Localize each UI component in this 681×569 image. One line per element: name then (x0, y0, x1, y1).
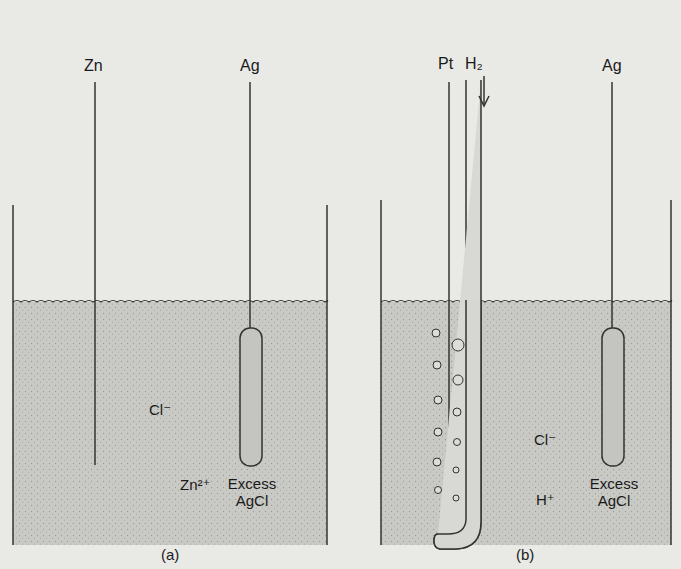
beaker-wall (326, 205, 328, 545)
ion-label: H⁺ (536, 491, 555, 508)
panel-label: (a) (161, 546, 179, 563)
gas-bubble (434, 396, 442, 404)
ion-label: Cl⁻ (149, 401, 171, 418)
gas-bubble (453, 495, 459, 501)
hydrogen-tube (434, 80, 481, 549)
ion-label: Zn²⁺ (180, 476, 210, 493)
ion-label: Cl⁻ (534, 431, 556, 448)
electrolyte (13, 302, 327, 545)
silver-electrode (249, 82, 251, 332)
electrolyte (381, 302, 671, 545)
gas-label: H₂ (465, 55, 483, 73)
beaker-wall (380, 200, 382, 545)
gas-bubble (433, 458, 441, 466)
electrode-label: Pt (438, 55, 453, 73)
beaker-wall (670, 200, 672, 545)
gas-bubble (432, 329, 440, 337)
gas-bubble (453, 408, 461, 416)
gas-bubble (454, 439, 461, 446)
electrode-label: Ag (240, 57, 260, 75)
liquid-surface (381, 301, 672, 303)
gas-bubble (435, 487, 442, 494)
gas-flow-arrow (483, 76, 485, 104)
deposit-label: Excess AgCl (583, 475, 645, 510)
electrode-label: Ag (602, 57, 622, 75)
beaker-wall (12, 205, 14, 545)
gas-bubble (433, 361, 441, 369)
silver-electrode (611, 82, 613, 332)
agcl-coating (602, 328, 624, 466)
liquid-surface (13, 301, 328, 303)
panel-label: (b) (516, 546, 534, 563)
gas-bubble (434, 428, 442, 436)
electrode-label: Zn (84, 57, 103, 75)
agcl-coating (240, 328, 262, 466)
gas-bubble (452, 339, 464, 351)
gas-flow-arrow (479, 96, 489, 106)
zinc-electrode (94, 82, 96, 465)
deposit-label: Excess AgCl (221, 475, 283, 510)
gas-bubble (453, 375, 463, 385)
gas-bubble (453, 467, 459, 473)
